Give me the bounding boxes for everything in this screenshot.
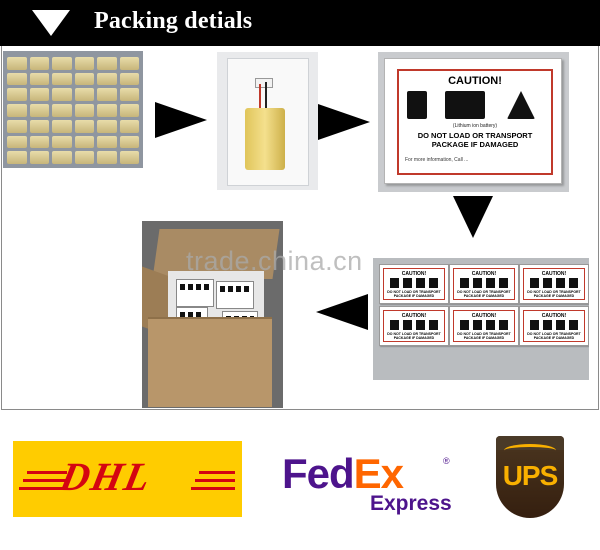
caution-warning: DO NOT LOAD OR TRANSPORT PACKAGE IF DAMA…: [417, 131, 533, 149]
caution-box: CAUTION!DO NOT LOAD OR TRANSPORT PACKAGE…: [519, 264, 589, 304]
battery-cell: [29, 72, 49, 86]
battery-in-bag-photo: [217, 52, 318, 190]
dhl-wordmark: DHL: [56, 454, 157, 499]
caution-box: CAUTION!DO NOT LOAD OR TRANSPORT PACKAGE…: [449, 264, 519, 304]
battery-cell: [52, 72, 72, 86]
arrow-right-icon: [155, 102, 207, 138]
watermark: trade.china.cn: [186, 246, 363, 276]
battery-cell: [74, 104, 94, 117]
triangle-down-icon: [32, 10, 70, 36]
ups-logo: UPS: [496, 436, 564, 518]
header-bar: Packing detials: [0, 0, 600, 46]
arrow-left-icon: [316, 294, 368, 330]
arrow-right-icon: [318, 104, 370, 140]
battery-cell: [97, 104, 117, 117]
caution-info: For more information, Call ...: [405, 157, 469, 163]
dhl-logo: DHL: [13, 441, 242, 517]
battery-cell: [97, 119, 117, 133]
battery-cell: [97, 151, 117, 164]
flame-icon: [507, 91, 535, 119]
battery-cell: [29, 135, 49, 149]
caution-box: CAUTION!DO NOT LOAD OR TRANSPORT PACKAGE…: [379, 264, 449, 304]
battery-cell: [52, 119, 72, 133]
battery-cell: [29, 88, 49, 102]
battery-cell: [7, 57, 27, 70]
battery-cell: [7, 135, 27, 149]
ups-wordmark: UPS: [502, 460, 559, 491]
battery-cell: [119, 104, 139, 117]
battery-cell: [74, 151, 94, 164]
battery-cell: [119, 151, 139, 164]
battery-cell: [7, 151, 27, 164]
battery-cell: [74, 119, 94, 133]
battery-icon: [445, 91, 485, 119]
battery-cell: [74, 72, 94, 86]
battery-cell: [119, 88, 139, 102]
fedex-express-label: Express: [370, 492, 452, 515]
battery-cell: [52, 135, 72, 149]
battery-cell: [29, 57, 49, 70]
battery-cell: [29, 104, 49, 117]
caution-subtitle: (Lithium ion battery): [452, 123, 498, 129]
battery-cell: [74, 135, 94, 149]
batteries-tray-photo: [3, 51, 143, 168]
caution-box: CAUTION!DO NOT LOAD OR TRANSPORT PACKAGE…: [379, 306, 449, 346]
battery-cell: [29, 151, 49, 164]
battery-cell: [52, 88, 72, 102]
arrow-down-icon: [453, 196, 493, 238]
fedex-wordmark: FedEx: [282, 450, 404, 497]
caution-title: CAUTION!: [448, 75, 502, 87]
caution-box: CAUTION!DO NOT LOAD OR TRANSPORT PACKAGE…: [449, 306, 519, 346]
battery-cell: [97, 72, 117, 86]
caution-box: CAUTION!DO NOT LOAD OR TRANSPORT PACKAGE…: [519, 306, 589, 346]
battery-cell: [97, 135, 117, 149]
fedex-logo: FedEx ® Express: [282, 450, 458, 522]
battery-cell: [97, 88, 117, 102]
fedex-registered-mark: ®: [443, 456, 450, 466]
battery-cell: [119, 119, 139, 133]
battery-cell: [52, 151, 72, 164]
shipping-carton-photo: [142, 221, 283, 408]
battery-cell: [52, 104, 72, 117]
battery-cell: [119, 72, 139, 86]
battery-cell: [29, 119, 49, 133]
battery-cell: [7, 88, 27, 102]
battery-cell: [7, 72, 27, 86]
fragile-glass-icon: [407, 91, 427, 119]
stacked-boxes-photo: CAUTION!DO NOT LOAD OR TRANSPORT PACKAGE…: [373, 258, 589, 380]
battery-cell: [52, 57, 72, 70]
caution-box-photo: CAUTION! (Lithium ion battery) DO NOT LO…: [378, 52, 569, 192]
battery-cell: [7, 104, 27, 117]
page-title: Packing detials: [94, 8, 253, 34]
battery-cell: [119, 57, 139, 70]
battery-cell: [7, 119, 27, 133]
battery-cell: [97, 57, 117, 70]
battery-cell: [119, 135, 139, 149]
battery-cell: [74, 57, 94, 70]
battery-cell: [74, 88, 94, 102]
